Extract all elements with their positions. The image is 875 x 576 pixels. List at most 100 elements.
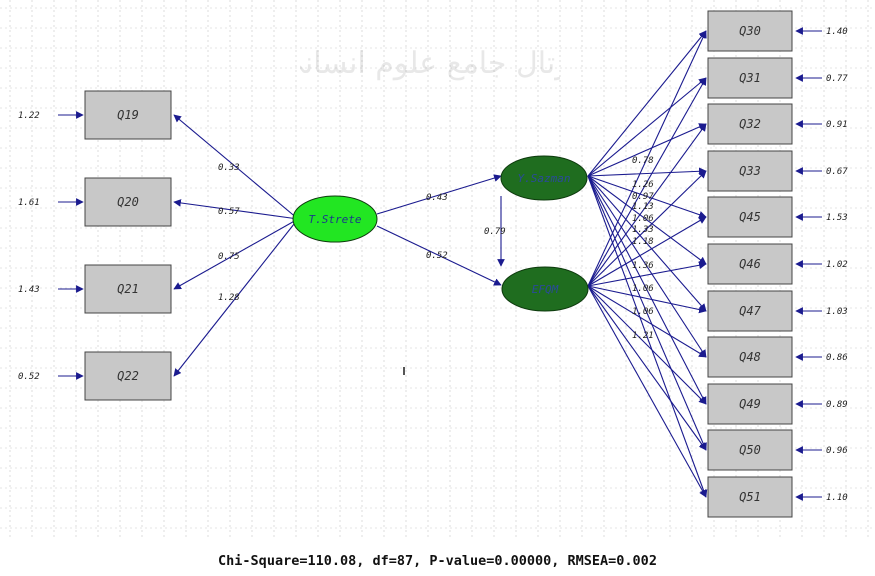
indicator-label-q31: Q31 — [739, 71, 761, 85]
error-value-q45: 1.53 — [826, 213, 848, 223]
indicator-label-q21: Q21 — [117, 282, 139, 296]
loading-arrow-ysazman-q30 — [587, 30, 707, 177]
error-value-q21: 1.43 — [18, 285, 40, 295]
loading-arrow-efqm-q48 — [587, 285, 707, 358]
loading-arrow-efqm-q31 — [587, 77, 707, 287]
indicator-label-q49: Q49 — [739, 397, 761, 411]
indicator-label-q45: Q45 — [739, 210, 761, 224]
indicator-box-q22 — [84, 351, 172, 401]
indicator-label-q48: Q48 — [739, 350, 761, 364]
error-value-q33: 0.67 — [826, 167, 848, 177]
indicator-label-q46: Q46 — [739, 257, 761, 271]
error-value-q49: 0.89 — [826, 400, 848, 410]
indicator-box-q19 — [84, 90, 172, 140]
text-cursor — [403, 367, 405, 375]
indicator-box-q20 — [84, 177, 172, 227]
loading-arrow-efqm-q45 — [587, 216, 707, 287]
error-value-q19: 1.22 — [18, 111, 40, 121]
error-value-q30: 1.40 — [826, 27, 848, 37]
indicator-box-q48 — [707, 336, 793, 378]
indicator-box-q21 — [84, 264, 172, 314]
loading-arrow-ysazman-q33 — [587, 167, 707, 177]
path-value-tstrate-efqm: 0.52 — [426, 251, 448, 261]
watermark-text: پرتال جامع علوم انسانی — [300, 46, 560, 81]
right-loading-value: 0.97 — [632, 192, 654, 202]
right-loading-value: 1.36 — [632, 261, 654, 271]
right-loading-value: 0.78 — [632, 156, 654, 166]
indicator-box-q50 — [707, 429, 793, 471]
right-loading-value: 1.13 — [632, 202, 654, 212]
loading-arrow-ysazman-q31 — [587, 77, 707, 177]
loading-arrow-ysazman-q46 — [587, 175, 707, 265]
right-loading-value: 1.33 — [632, 225, 654, 235]
indicator-label-q22: Q22 — [117, 369, 139, 383]
error-value-q46: 1.02 — [826, 260, 848, 270]
indicator-box-q31 — [707, 57, 793, 99]
watermark-logo: پرتال جامع علوم انسانی — [300, 46, 560, 81]
indicator-label-q19: Q19 — [117, 108, 139, 122]
error-value-q48: 0.86 — [826, 353, 848, 363]
right-loading-value: 1.21 — [632, 331, 654, 341]
loading-arrow-ysazman-q50 — [587, 175, 707, 451]
latent-label-ysazman: Y.Sazman — [518, 172, 571, 185]
indicator-box-q30 — [707, 10, 793, 52]
indicator-label-q47: Q47 — [739, 304, 761, 318]
indicator-box-q33 — [707, 150, 793, 192]
right-loading-value: 1.06 — [632, 307, 654, 317]
path-tstrate-ysazman — [376, 174, 502, 215]
path-value-tstrate-ysazman: 0.43 — [426, 193, 448, 203]
indicator-label-q51: Q51 — [739, 490, 761, 504]
loading-arrow-ysazman-q45 — [587, 175, 707, 219]
indicator-box-q32 — [707, 103, 793, 145]
loading-value-q20: 0.57 — [218, 207, 240, 217]
indicator-box-q51 — [707, 476, 793, 518]
loading-value-q22: 1.28 — [218, 293, 240, 303]
latent-label-tstrate: T.Strete — [309, 213, 362, 226]
loading-value-q19: 0.33 — [218, 163, 240, 173]
loading-value-q21: 0.75 — [218, 252, 240, 262]
indicator-box-q47 — [707, 290, 793, 332]
indicator-label-q20: Q20 — [117, 195, 139, 209]
loading-arrow-efqm-q33 — [587, 170, 707, 287]
right-loading-value: 1.06 — [632, 284, 654, 294]
error-value-q20: 1.61 — [18, 198, 40, 208]
loading-arrow-q19 — [173, 114, 299, 220]
loading-arrow-q22 — [173, 218, 299, 377]
right-loading-value: 1.06 — [632, 214, 654, 224]
loading-arrow-ysazman-q49 — [587, 175, 707, 405]
indicator-box-q49 — [707, 383, 793, 425]
latent-label-efqm: EFQM — [532, 283, 559, 296]
loading-arrow-ysazman-q32 — [587, 123, 707, 177]
indicator-box-q45 — [707, 196, 793, 238]
latent-tstrate — [292, 195, 378, 243]
path-tstrate-efqm — [376, 225, 502, 286]
loading-arrow-efqm-q46 — [587, 261, 707, 287]
indicator-box-q46 — [707, 243, 793, 285]
error-value-q31: 0.77 — [826, 74, 848, 84]
indicator-label-q33: Q33 — [739, 164, 761, 178]
indicator-label-q30: Q30 — [739, 24, 761, 38]
error-value-q50: 0.96 — [826, 446, 848, 456]
loading-arrow-efqm-q30 — [587, 30, 707, 287]
right-loading-value: 1.26 — [632, 180, 654, 190]
loading-arrow-q20 — [173, 199, 299, 220]
error-value-q22: 0.52 — [18, 372, 40, 382]
indicator-label-q50: Q50 — [739, 443, 761, 457]
loading-arrow-ysazman-q48 — [587, 175, 707, 358]
loading-arrow-efqm-q51 — [587, 285, 707, 498]
loading-arrow-efqm-q32 — [587, 123, 707, 287]
latent-efqm — [501, 266, 589, 312]
loading-arrow-q21 — [173, 218, 299, 290]
path-value-ysazman-efqm: 0.79 — [484, 227, 506, 237]
fit-statistics: Chi-Square=110.08, df=87, P-value=0.0000… — [218, 553, 657, 569]
right-loading-value: 1.18 — [632, 237, 654, 247]
latent-ysazman — [500, 155, 588, 201]
error-value-q47: 1.03 — [826, 307, 848, 317]
indicator-label-q32: Q32 — [739, 117, 761, 131]
error-value-q51: 1.10 — [826, 493, 848, 503]
error-value-q32: 0.91 — [826, 120, 848, 130]
loading-arrow-ysazman-q51 — [587, 175, 708, 498]
loading-arrow-ysazman-q47 — [587, 175, 707, 312]
